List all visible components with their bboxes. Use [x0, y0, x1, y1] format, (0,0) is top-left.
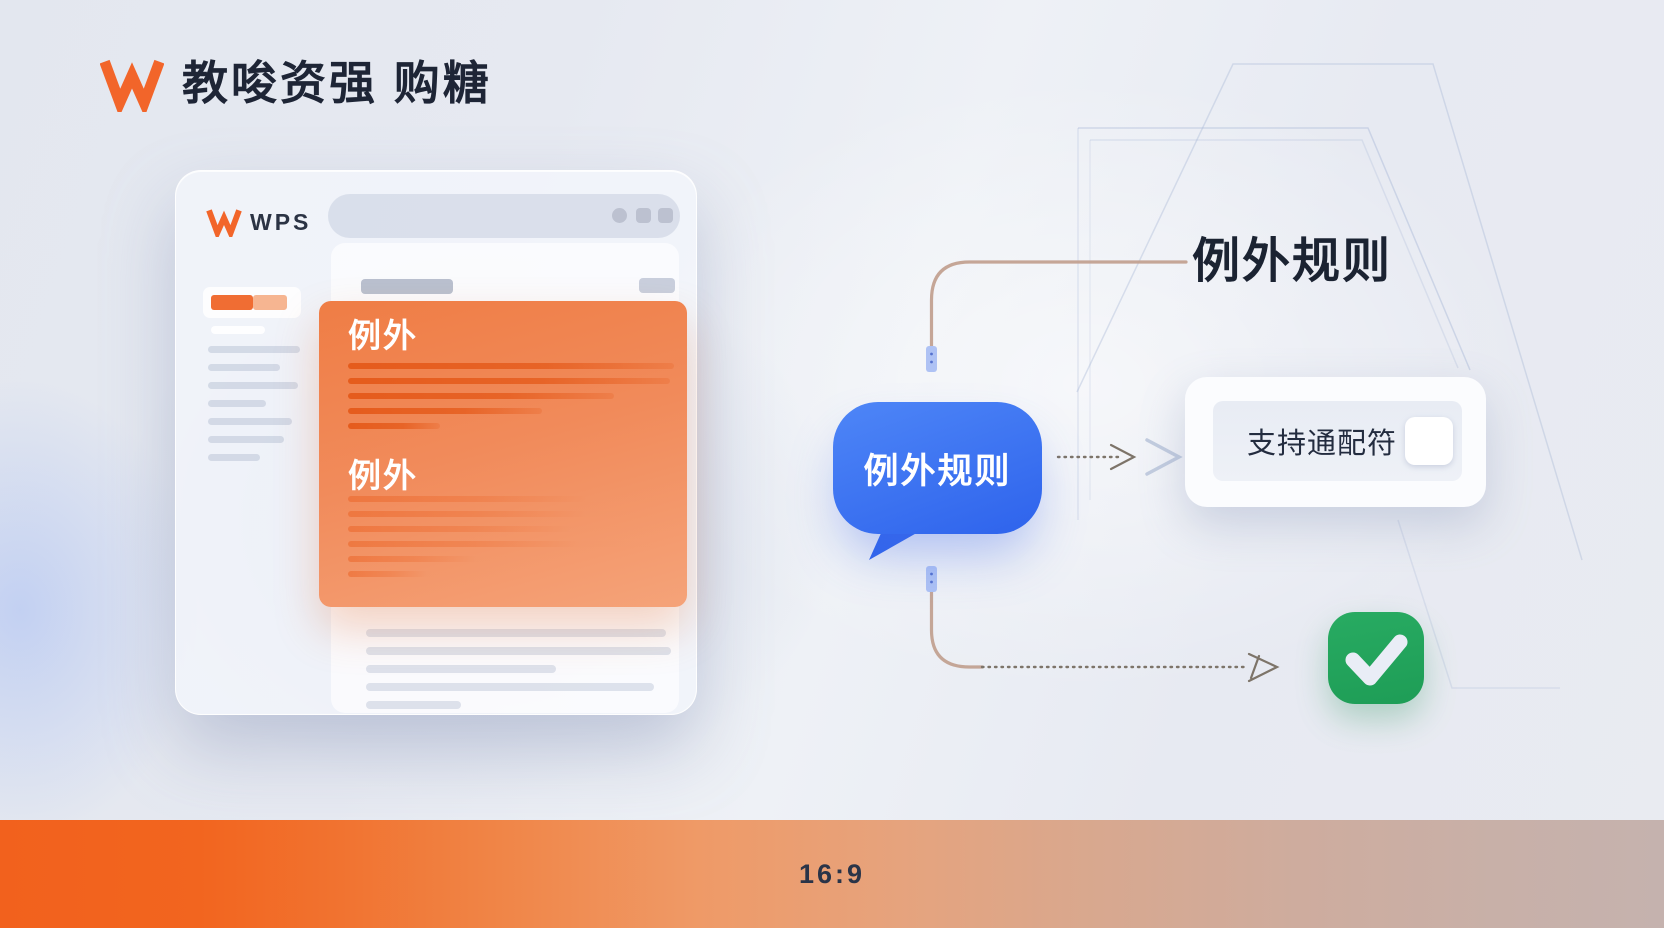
- placeholder-line: [208, 364, 280, 371]
- slide-title: 例外规则: [1192, 235, 1393, 288]
- wps-w-icon: [100, 59, 164, 112]
- placeholder-line: [208, 400, 266, 407]
- connector-curve-to-check: [929, 590, 984, 669]
- arrowhead-middle-icon: [1109, 443, 1137, 471]
- placeholder-line: [348, 541, 656, 547]
- footer-bar: 16:9: [0, 820, 1664, 928]
- placeholder-line: [366, 665, 556, 673]
- panel-heading-bar: [361, 279, 453, 294]
- speech-bubble-label: 例外规则: [863, 451, 1012, 491]
- speech-bubble: 例外规则: [833, 402, 1042, 534]
- placeholder-line: [348, 393, 614, 399]
- sidebar-placeholder-lines: [208, 346, 300, 472]
- search-icon: [612, 208, 627, 223]
- exception-section-1-lines: [348, 363, 674, 438]
- placeholder-line: [348, 423, 440, 429]
- placeholder-line: [366, 647, 671, 655]
- decor-corner-line: [1397, 519, 1560, 689]
- placeholder-line: [208, 454, 260, 461]
- decor-polygon-icon: [1076, 63, 1583, 561]
- check-icon: [1345, 634, 1408, 686]
- active-item-bar-light: [253, 295, 287, 310]
- placeholder-line: [348, 496, 670, 502]
- placeholder-line: [208, 382, 298, 389]
- placeholder-line: [348, 378, 670, 384]
- exception-rules-panel: 例外 例外: [319, 301, 687, 607]
- exception-section-2-lines: [348, 496, 670, 586]
- wildcard-setting-label: 支持通配符: [1247, 428, 1398, 460]
- content-placeholder-lines: [366, 629, 671, 719]
- wildcard-setting-card: 支持通配符: [1185, 377, 1486, 507]
- brand-header: 教唆资强 购糖: [100, 54, 492, 112]
- wildcard-setting-row: 支持通配符: [1213, 401, 1462, 481]
- connector-endpoint-bottom: [926, 566, 937, 592]
- placeholder-line: [348, 363, 674, 369]
- wps-w-icon: [206, 209, 242, 237]
- decor-trapezoid-inner-icon: [1090, 139, 1459, 369]
- panel-action-bar: [639, 278, 675, 293]
- placeholder-line: [208, 346, 300, 353]
- exception-section-2-heading: 例外: [348, 457, 418, 494]
- arrowhead-bottom-icon: [1247, 652, 1280, 683]
- placeholder-line: [366, 629, 666, 637]
- placeholder-line: [366, 701, 461, 709]
- grid-icon: [636, 208, 651, 223]
- placeholder-line: [208, 418, 292, 425]
- success-check-card: [1328, 612, 1424, 704]
- connector-endpoint-top: [926, 346, 937, 372]
- decor-trapezoid-icon: [1078, 127, 1471, 371]
- placeholder-line: [348, 526, 644, 532]
- exception-section-1-heading: 例外: [348, 317, 418, 354]
- placeholder-line: [348, 556, 518, 562]
- aspect-ratio-label: 16:9: [798, 858, 866, 889]
- active-item-bar: [211, 295, 253, 310]
- placeholder-line: [208, 436, 284, 443]
- app-window-mockup: WPS 例外 例外: [175, 170, 697, 715]
- placeholder-line: [348, 408, 542, 414]
- toggle-square[interactable]: [1405, 417, 1453, 465]
- placeholder-line: [366, 683, 654, 691]
- brand-title: 教唆资强 购糖: [182, 57, 492, 109]
- wps-logo-text: WPS: [250, 209, 312, 235]
- search-bar[interactable]: [328, 194, 680, 238]
- sidebar-bar-small: [211, 326, 265, 334]
- sidebar-item-active[interactable]: [203, 287, 301, 318]
- placeholder-line: [348, 571, 453, 577]
- placeholder-line: [348, 511, 666, 517]
- chevron-faint-icon: [1145, 438, 1183, 476]
- sound-icon: [658, 208, 673, 223]
- connector-curve-to-title: [929, 260, 1188, 350]
